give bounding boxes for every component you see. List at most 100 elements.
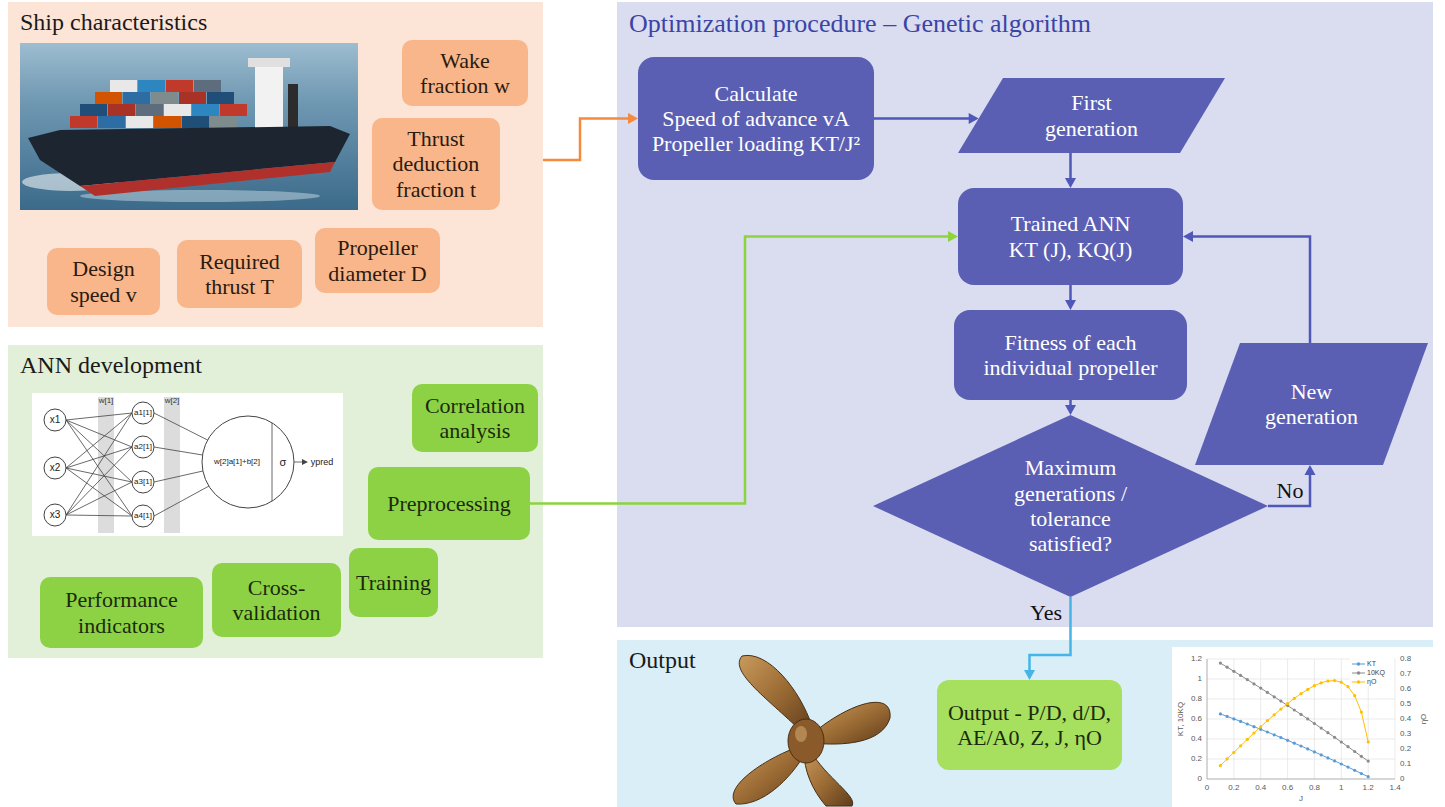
tick-label: 1 xyxy=(1198,675,1202,683)
panel-title: ANN development xyxy=(20,351,543,380)
connector-arrow xyxy=(530,231,958,504)
output-box: Output - P/D, d/D, AE/A0, Z, J, ηO xyxy=(937,680,1122,770)
input-box: Wake fraction w xyxy=(402,40,528,106)
group-panel: OutputOutput - P/D, d/D, AE/A0, Z, J, ηO xyxy=(617,640,1433,807)
box-text: Propeller diameter D xyxy=(325,235,430,286)
axis-title: J xyxy=(1299,795,1303,803)
process-box: CalculateSpeed of advance vAPropeller lo… xyxy=(638,57,874,180)
connector-arrow xyxy=(1065,285,1076,310)
input-label: x1 xyxy=(50,415,61,425)
tick-label: 0.2 xyxy=(1228,784,1239,792)
connector-arrow xyxy=(1065,153,1076,188)
tick-label: 0.4 xyxy=(1191,735,1202,743)
formula-label: w[2]a[1]+b[2] xyxy=(214,458,260,466)
box-text: Performance indicators xyxy=(52,587,192,638)
box-text: Training xyxy=(356,570,431,595)
legend-sample xyxy=(1352,678,1365,686)
connector-arrow xyxy=(1183,231,1310,343)
weight-label: w[2] xyxy=(165,397,180,405)
process-box: Trained ANNKT (J), KQ(J) xyxy=(958,188,1183,285)
box-text: Cross-validation xyxy=(219,575,334,626)
neuron-label: a3[1] xyxy=(134,478,152,486)
legend-row: ηO xyxy=(1352,677,1376,686)
output-label: ypred xyxy=(311,458,334,467)
legend-text: 10KQ xyxy=(1367,669,1385,676)
tick-label: 1 xyxy=(1339,784,1343,792)
tick-label: 0 xyxy=(1198,775,1202,783)
tick-label: 0.4 xyxy=(1400,715,1411,723)
group-panel: Optimization procedure – Genetic algorit… xyxy=(617,2,1433,627)
data-parallelogram: First generation xyxy=(958,78,1225,153)
axis-title: KT, 10KQ xyxy=(1177,702,1185,736)
neuron-label: a4[1] xyxy=(134,512,152,520)
tick-label: 0.6 xyxy=(1400,685,1411,693)
tick-label: 0.7 xyxy=(1400,670,1411,678)
step-box: Cross-validation xyxy=(212,563,341,637)
box-text: Calculate xyxy=(714,81,797,106)
tick-label: 0.1 xyxy=(1400,760,1411,768)
legend-sample xyxy=(1352,669,1365,677)
box-text: Preprocessing xyxy=(387,491,510,516)
box-text: Speed of advance vA xyxy=(662,106,850,131)
tick-label: 1.2 xyxy=(1363,784,1374,792)
input-box: Propeller diameter D xyxy=(315,228,440,293)
panel-title: Output xyxy=(629,646,1433,675)
box-text: First generation xyxy=(1032,90,1152,141)
input-box: Required thrust T xyxy=(177,240,302,308)
step-box: Performance indicators xyxy=(40,577,203,648)
legend-text: ηO xyxy=(1367,678,1376,685)
box-text: Design speed v xyxy=(59,256,149,307)
process-box: Fitness of each individual propeller xyxy=(954,310,1187,400)
group-panel: Ship characteristicsWake fraction w Thrus… xyxy=(8,2,543,327)
activation-label: σ xyxy=(280,457,287,468)
connector-arrow xyxy=(1065,400,1076,415)
box-text: New generation xyxy=(1252,379,1372,430)
box-text: Required thrust T xyxy=(190,249,290,300)
panel-title: Ship characteristics xyxy=(20,8,543,37)
input-box: Design speed v xyxy=(47,248,160,315)
axis-title: ηO xyxy=(1420,714,1428,725)
legend-row: KT xyxy=(1352,659,1376,668)
tick-label: 0.2 xyxy=(1400,745,1411,753)
group-panel: ANN developmentCorrelation analysisPrepr… xyxy=(8,345,543,658)
box-text: KT (J), KQ(J) xyxy=(1009,237,1133,262)
connector-arrow xyxy=(1024,597,1071,680)
input-label: x3 xyxy=(50,510,61,520)
box-text: Maximum generations / tolerance satisfie… xyxy=(996,455,1146,556)
box-text: Output - P/D, d/D, AE/A0, Z, J, ηO xyxy=(943,700,1116,751)
box-text: Wake fraction w xyxy=(415,48,515,99)
connector-arrow xyxy=(874,113,979,124)
box-text: Trained ANN xyxy=(1011,211,1131,236)
box-text: Propeller loading KT/J² xyxy=(652,131,860,156)
weight-label: w[1] xyxy=(99,397,114,405)
edge-label: No xyxy=(1274,479,1307,503)
input-label: x2 xyxy=(50,463,61,473)
data-parallelogram: New generation xyxy=(1195,343,1428,465)
neuron-label: a2[1] xyxy=(134,443,152,451)
input-box: Thrust deduction fraction t xyxy=(372,118,500,210)
legend-row: 10KQ xyxy=(1352,668,1385,677)
box-text: Fitness of each individual propeller xyxy=(971,330,1171,381)
tick-label: 0.6 xyxy=(1191,715,1202,723)
edge-label: Yes xyxy=(1027,601,1065,625)
tick-label: 0.8 xyxy=(1309,784,1320,792)
box-text: Thrust deduction fraction t xyxy=(386,126,486,202)
neuron-label: a1[1] xyxy=(134,409,152,417)
step-box: Preprocessing xyxy=(368,467,530,540)
tick-label: 0 xyxy=(1205,784,1209,792)
box-text: Correlation analysis xyxy=(419,393,531,444)
connector-arrow xyxy=(543,113,638,160)
tick-label: 1.4 xyxy=(1389,784,1400,792)
tick-label: 0 xyxy=(1400,775,1404,783)
step-box: Training xyxy=(349,548,438,617)
tick-label: 0.3 xyxy=(1400,730,1411,738)
legend-sample xyxy=(1352,660,1365,668)
tick-label: 0.5 xyxy=(1400,700,1411,708)
legend-text: KT xyxy=(1367,660,1376,667)
step-box: Correlation analysis xyxy=(412,384,538,452)
tick-label: 0.2 xyxy=(1191,755,1202,763)
tick-label: 0.6 xyxy=(1282,784,1293,792)
tick-label: 1.2 xyxy=(1191,655,1202,663)
